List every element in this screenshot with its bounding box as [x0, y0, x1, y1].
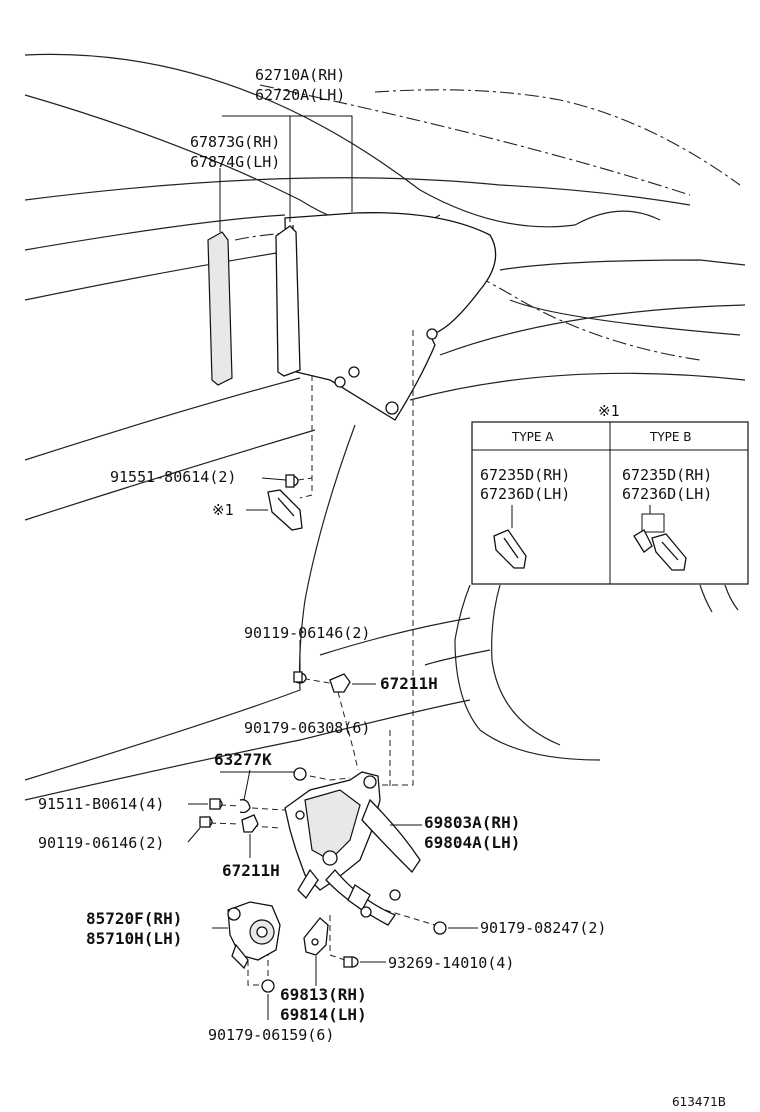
label-nut-90179-06308: 90179-06308(6) — [244, 719, 370, 737]
glass-channel-leaders — [219, 115, 353, 232]
label-regulator-rh: 69803A(RH) — [424, 813, 520, 832]
window-regulator — [284, 771, 421, 926]
label-motor-rh: 85720F(RH) — [86, 909, 182, 928]
door-glass — [284, 212, 497, 421]
regulator-motor — [227, 901, 281, 970]
label-nut-90179-06159: 90179-06159(6) — [208, 1026, 334, 1044]
dashed-attachment-lines — [209, 330, 436, 986]
label-part-63277k: 63277K — [214, 750, 272, 769]
label-bolt-91511: 91511-B0614(4) — [38, 795, 164, 813]
label-motor-lh: 85710H(LH) — [86, 929, 182, 948]
fasteners — [199, 671, 447, 993]
bolt-91551-group — [246, 474, 303, 531]
label-channel-rh: 67873G(RH) — [190, 133, 280, 151]
inset-type-a-header: TYPE A — [511, 430, 554, 444]
label-leaders — [187, 640, 478, 1020]
label-bracket-rh: 69813(RH) — [280, 985, 367, 1004]
label-regulator-lh: 69804A(LH) — [424, 833, 520, 852]
inset-type-b-header: TYPE B — [649, 430, 692, 444]
inset-type-a-part-lh: 67236D(LH) — [480, 485, 570, 503]
inset-type-a-part-rh: 67235D(RH) — [480, 466, 570, 484]
label-clip-67211h-bottom: 67211H — [222, 861, 280, 880]
inset-type-b-part-rh: 67235D(RH) — [622, 466, 712, 484]
label-bracket-lh: 69814(LH) — [280, 1005, 367, 1024]
label-channel-lh: 67874G(LH) — [190, 153, 280, 171]
label-bolt-90119-bottom: 90119-06146(2) — [38, 834, 164, 852]
label-clip-67211h-top: 67211H — [380, 674, 438, 693]
label-glass-rh: 62710A(RH) — [255, 66, 345, 84]
diagram-code: 613471B — [672, 1095, 726, 1109]
label-screw-93269: 93269-14010(4) — [388, 954, 514, 972]
inset-type-b-part-lh: 67236D(LH) — [622, 485, 712, 503]
part-labels: 62710A(RH) 62720A(LH) 67873G(RH) 67874G(… — [38, 66, 726, 1109]
run-channel — [207, 225, 301, 386]
label-nut-90179-08247: 90179-08247(2) — [480, 919, 606, 937]
label-glass-lh: 62720A(LH) — [255, 86, 345, 104]
label-bolt-90119-top: 90119-06146(2) — [244, 624, 370, 642]
label-bolt-91551: 91551-80614(2) — [110, 468, 236, 486]
inset-box: ※1 TYPE A TYPE B 67235D(RH) 67236D(LH) 6… — [471, 402, 749, 585]
regulator-bracket — [303, 917, 329, 956]
label-ref-mark: ※1 — [212, 501, 234, 519]
inset-ref-mark: ※1 — [598, 402, 620, 420]
